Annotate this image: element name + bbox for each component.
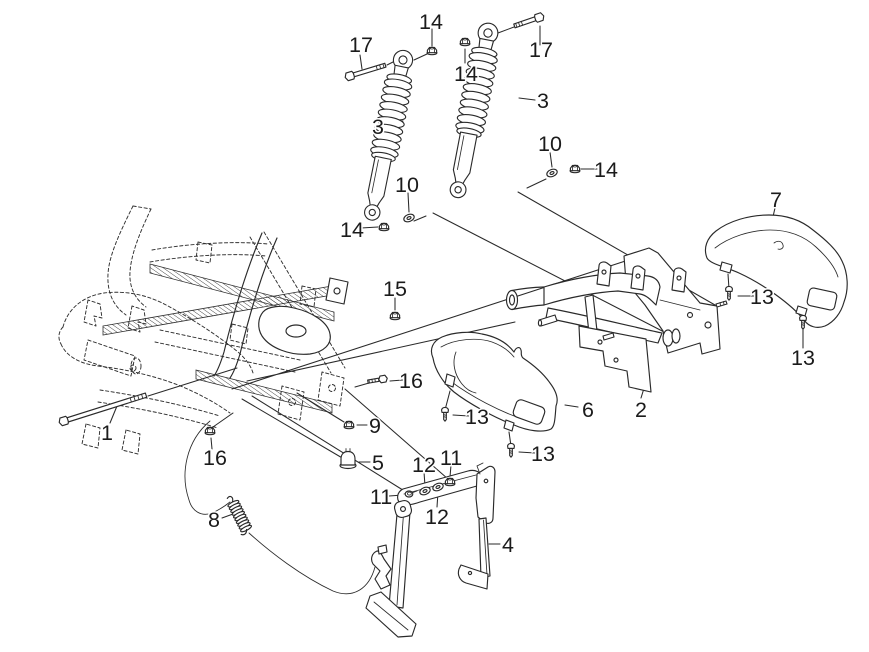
part-label: 3 bbox=[372, 115, 384, 139]
washer-10 bbox=[402, 212, 416, 224]
part-label: 16 bbox=[399, 369, 423, 393]
nut-14 bbox=[378, 222, 390, 232]
nut-14 bbox=[426, 46, 438, 56]
part-label: 13 bbox=[465, 405, 489, 429]
nut-16 bbox=[204, 426, 216, 436]
part-label: 7 bbox=[770, 188, 782, 212]
part-label: 8 bbox=[208, 508, 220, 532]
part-label: 13 bbox=[531, 442, 555, 466]
alignment-lines bbox=[147, 191, 716, 493]
side-cover-7 bbox=[704, 214, 848, 328]
part-label: 14 bbox=[454, 62, 478, 86]
shock-absorber-right bbox=[442, 20, 505, 201]
stand-nut-11 bbox=[444, 477, 456, 487]
part-label: 9 bbox=[369, 414, 381, 438]
stand-return-wire bbox=[184, 420, 376, 595]
nut-14 bbox=[459, 37, 471, 47]
part-label: 13 bbox=[791, 346, 815, 370]
pivot-bolt-1 bbox=[58, 392, 148, 427]
part-label: 16 bbox=[203, 446, 227, 470]
part-label: 5 bbox=[372, 451, 384, 475]
stand-bolt-11 bbox=[404, 490, 418, 498]
part-label: 11 bbox=[440, 446, 462, 470]
part-label: 1 bbox=[101, 421, 113, 445]
bolt-16 bbox=[367, 374, 388, 384]
callout-labels: 17 14 14 17 3 3 10 14 10 14 7 15 13 13 1… bbox=[100, 9, 817, 559]
part-label: 2 bbox=[635, 398, 647, 422]
part-label: 17 bbox=[529, 38, 553, 62]
part-label: 6 bbox=[582, 398, 594, 422]
nut-9 bbox=[343, 420, 355, 430]
part-label: 11 bbox=[370, 485, 392, 509]
screw-13 bbox=[507, 442, 515, 458]
part-label: 10 bbox=[538, 132, 562, 156]
washer-10 bbox=[545, 167, 559, 179]
leader-lines bbox=[109, 25, 804, 545]
rubber-stop-5 bbox=[339, 448, 357, 470]
part-label: 3 bbox=[537, 89, 549, 113]
shock-bolt-17-right bbox=[513, 12, 545, 29]
part-label: 13 bbox=[750, 285, 774, 309]
part-label: 14 bbox=[594, 158, 618, 182]
frame-hatched-rail bbox=[195, 369, 333, 414]
stand-spring-8 bbox=[226, 495, 253, 536]
part-label: 4 bbox=[502, 533, 514, 557]
shock-bolt-17-left bbox=[344, 62, 387, 82]
part-label: 12 bbox=[425, 505, 449, 529]
part-label: 10 bbox=[395, 173, 419, 197]
part-label: 15 bbox=[383, 277, 407, 301]
screw-13 bbox=[441, 406, 449, 422]
part-label: 14 bbox=[419, 10, 443, 34]
part-label: 12 bbox=[412, 453, 436, 477]
swingarm-bracket-2 bbox=[505, 247, 728, 393]
screw-13 bbox=[725, 285, 733, 301]
nut-14 bbox=[569, 164, 581, 174]
nut-15 bbox=[389, 311, 401, 321]
rear-frame-reference bbox=[58, 205, 349, 455]
part-label: 17 bbox=[349, 33, 373, 57]
side-cover-6 bbox=[430, 331, 558, 432]
part-label: 14 bbox=[340, 218, 364, 242]
